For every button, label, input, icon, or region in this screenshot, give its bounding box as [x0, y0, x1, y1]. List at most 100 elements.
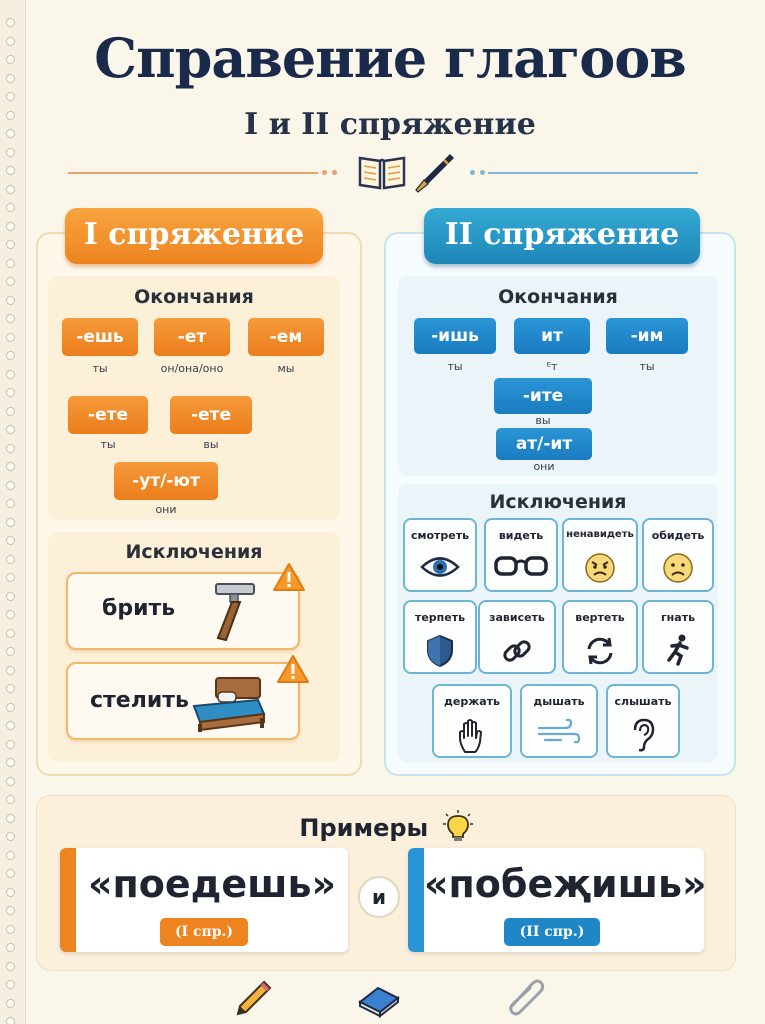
wind-icon: [537, 718, 581, 744]
first-ending-pronoun: они: [155, 503, 177, 516]
binding-ring: [6, 462, 15, 471]
second-conjugation-header: II спряжение: [424, 208, 700, 264]
binding-ring: [6, 758, 15, 767]
shield-icon: [427, 634, 453, 668]
binding-ring: [6, 647, 15, 656]
hand-icon: [459, 719, 482, 753]
notebook-binding: [0, 0, 26, 1024]
first-endings-title: Окончания: [134, 286, 254, 308]
exception-verb-card: слышать: [606, 684, 680, 758]
binding-ring: [6, 869, 15, 878]
angry-face-icon: [585, 553, 615, 583]
first-ending-pronoun: ты: [92, 362, 108, 375]
exception-verb: терпеть: [414, 611, 466, 624]
binding-ring: [6, 221, 15, 231]
exception-word: стелить: [90, 688, 189, 713]
second-ending-tag: -ите: [494, 378, 592, 414]
eye-icon: [420, 557, 460, 577]
second-ending-tag: -им: [606, 318, 688, 354]
binding-ring: [6, 702, 15, 712]
binding-ring: [6, 314, 15, 323]
exception-verb-card: зависеть: [478, 600, 556, 674]
fountain-pen-icon: [415, 154, 454, 193]
second-ending-pronoun: ты: [447, 360, 463, 373]
first-ending-pronoun: вы: [203, 438, 219, 451]
binding-ring: [6, 980, 15, 989]
binding-ring: [6, 166, 15, 175]
binding-ring: [6, 388, 15, 397]
binding-ring: [6, 591, 15, 601]
example-word: «побеҗишь»: [424, 862, 704, 906]
binding-ring: [6, 277, 15, 286]
exception-verb: зависеть: [489, 611, 545, 624]
example-card-second: «побеҗишь» (II спр.): [408, 848, 704, 952]
examples-connector: и: [358, 876, 400, 918]
second-ending-tag: ит: [514, 318, 590, 354]
binding-ring: [6, 573, 15, 582]
open-book-icon: [358, 156, 406, 190]
second-ending-pronoun: ᴱт: [546, 360, 558, 373]
exception-verb-card: обидеть: [642, 518, 714, 592]
page-subtitle: I и II спряжение: [244, 107, 536, 142]
binding-ring: [6, 240, 15, 249]
exception-card: брить: [66, 572, 300, 650]
exception-verb: обидеть: [651, 529, 705, 542]
binding-ring: [6, 536, 15, 545]
first-conjugation-header: I спряжение: [65, 208, 323, 264]
example-conjugation-tag: (II спр.): [504, 918, 600, 946]
binding-ring: [6, 739, 15, 749]
second-ending-pronoun: они: [533, 460, 555, 473]
pencil-icon: [236, 980, 272, 1016]
binding-ring: [6, 203, 15, 212]
divider-left: [68, 172, 318, 174]
binding-ring: [6, 351, 15, 360]
second-ending-tag: ат/-ит: [496, 428, 592, 460]
rotate-icon: [587, 637, 613, 665]
divider-dot: [332, 170, 337, 175]
binding-ring: [6, 406, 15, 416]
binding-ring: [6, 776, 15, 786]
second-ending-pronoun: ты: [639, 360, 655, 373]
exception-verb: держать: [444, 695, 500, 708]
first-ending-tag: -ете: [68, 396, 148, 434]
binding-ring: [6, 961, 15, 971]
page-title: Справение глагоов: [94, 26, 687, 90]
exception-verb-card: гнать: [642, 600, 714, 674]
binding-ring: [6, 943, 15, 952]
second-exceptions-title: Исключения: [489, 491, 627, 513]
binding-ring: [6, 36, 15, 46]
binding-ring: [6, 425, 15, 434]
binding-ring: [6, 480, 15, 490]
binding-ring: [6, 998, 15, 1008]
binding-ring: [6, 443, 15, 453]
warning-icon: [273, 563, 305, 591]
exception-card: стелить: [66, 662, 300, 740]
second-ending-pronoun: вы: [535, 414, 551, 427]
binding-ring: [6, 92, 15, 101]
first-ending-pronoun: мы: [277, 362, 295, 375]
glasses-icon: [494, 556, 548, 576]
exception-verb: дышать: [533, 695, 585, 708]
exception-verb-card: терпеть: [403, 600, 477, 674]
example-card-first: «поедешь» (I спр.): [60, 848, 348, 952]
exception-verb-card: смотреть: [403, 518, 477, 592]
binding-ring: [6, 813, 15, 823]
link-icon: [503, 640, 531, 662]
razor-icon: [215, 583, 255, 642]
bed-icon: [192, 677, 266, 732]
binding-ring: [6, 73, 15, 83]
exception-verb-card: вертеть: [562, 600, 638, 674]
binding-ring: [6, 832, 15, 841]
example-accent-bar: [60, 848, 76, 952]
sad-face-icon: [663, 553, 693, 583]
first-ending-tag: -ешь: [62, 318, 138, 356]
binding-ring: [6, 332, 15, 342]
binding-ring: [6, 184, 15, 194]
exception-word: брить: [102, 596, 176, 621]
binding-ring: [6, 55, 15, 64]
first-ending-pronoun: ты: [100, 438, 116, 451]
binding-ring: [6, 924, 15, 934]
binding-ring: [6, 628, 15, 638]
binding-ring: [6, 554, 15, 564]
binding-ring: [6, 610, 15, 619]
